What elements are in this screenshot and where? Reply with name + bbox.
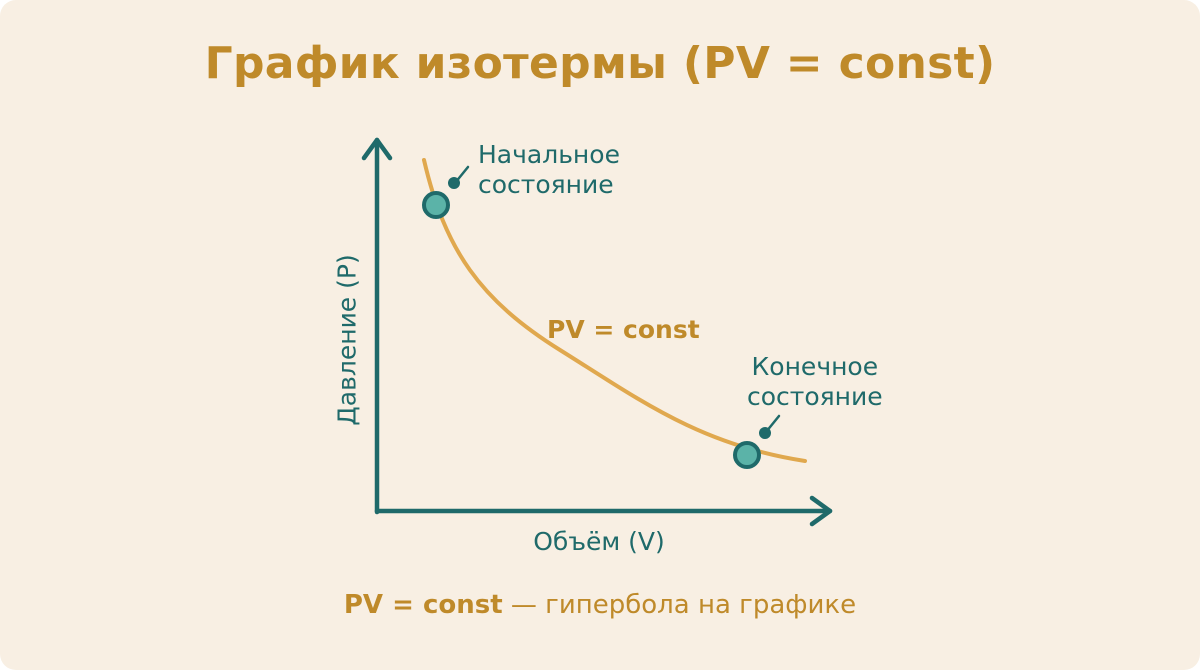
end-label-line1: Конечное	[751, 352, 879, 381]
footer-formula: PV = const	[343, 590, 503, 620]
y-axis-label: Давление (P)	[332, 254, 362, 426]
end-point	[733, 441, 761, 469]
start-pointer-dot	[448, 177, 460, 189]
x-axis-arrow-icon	[809, 495, 833, 527]
start-label-line2: состояние	[478, 170, 614, 199]
start-state-label: Начальное состояние	[478, 140, 620, 200]
start-label-line1: Начальное	[478, 140, 620, 169]
x-axis-label: Объём (V)	[533, 527, 665, 556]
curve-label: PV = const	[547, 315, 700, 344]
y-axis-arrow-icon	[361, 137, 393, 161]
isotherm-curve	[422, 158, 807, 463]
end-pointer-dot	[759, 427, 771, 439]
footer-caption: PV = const — гипербола на графике	[0, 590, 1200, 620]
footer-text: — гипербола на графике	[502, 590, 857, 620]
end-state-label: Конечное состояние	[747, 352, 883, 412]
end-label-line2: состояние	[747, 382, 883, 411]
start-point	[422, 191, 450, 219]
page-title: График изотермы (PV = const)	[204, 38, 996, 89]
x-axis-label-row: Объём (V)	[0, 527, 1200, 556]
